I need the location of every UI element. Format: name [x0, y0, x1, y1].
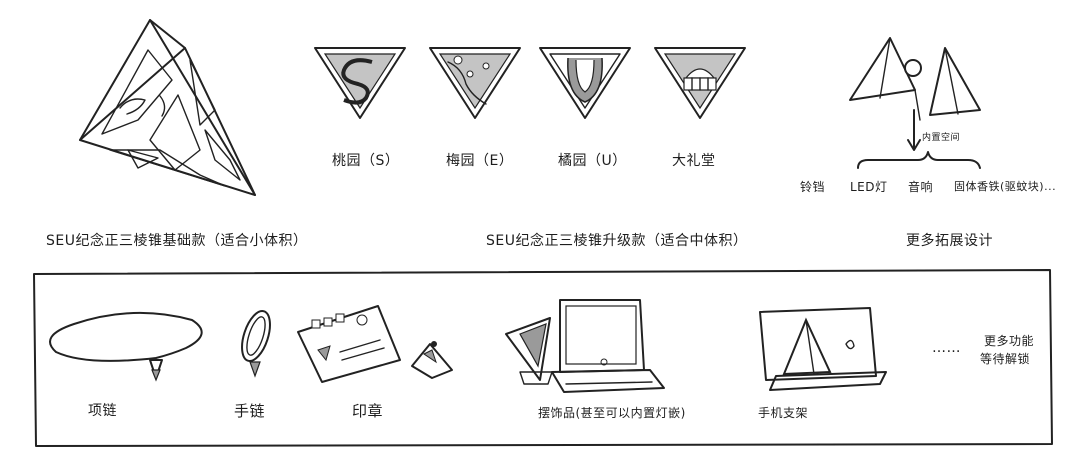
ornament-icon — [505, 299, 665, 393]
badge-s-icon — [314, 47, 406, 119]
badge-u-icon — [539, 47, 631, 119]
basic-pyramid-icon — [79, 19, 256, 196]
badge-auditorium-icon — [654, 47, 746, 119]
bottom-frame — [33, 269, 1053, 447]
more-dots: …… — [932, 340, 961, 356]
badge-label-u: 橘园（U） — [558, 153, 627, 169]
badge-label-e: 梅园（E） — [446, 153, 514, 169]
extension-item-speaker: 音响 — [908, 180, 934, 194]
stamp-icon — [297, 305, 453, 383]
badge-label-auditorium: 大礼堂 — [672, 153, 716, 169]
ornament-label: 摆饰品(甚至可以内置灯嵌) — [538, 406, 686, 420]
stamp-label: 印章 — [352, 402, 384, 420]
bracelet-icon — [241, 309, 271, 378]
inner-space-label: 内置空间 — [922, 133, 961, 143]
necklace-label: 项链 — [88, 403, 117, 419]
extension-pyramids-icon — [849, 37, 981, 121]
badge-e-icon — [429, 47, 521, 119]
extension-item-repellent: 固体香铁(驱蚊块)... — [954, 180, 1057, 193]
more-functions-line1: 更多功能 — [984, 334, 1035, 348]
more-functions-line2: 等待解锁 — [980, 352, 1031, 366]
phone-stand-label: 手机支架 — [758, 406, 809, 420]
extension-caption: 更多拓展设计 — [906, 233, 993, 249]
inner-space-arrow — [857, 109, 981, 169]
extension-item-led: LED灯 — [850, 180, 888, 194]
necklace-icon — [49, 311, 203, 382]
phone-stand-icon — [759, 307, 887, 391]
bracelet-label: 手链 — [234, 402, 266, 420]
extension-item-bell: 铃铛 — [800, 180, 826, 194]
basic-caption: SEU纪念正三棱锥基础款（适合小体积） — [46, 233, 308, 249]
upgraded-caption: SEU纪念正三棱锥升级款（适合中体积） — [486, 233, 748, 249]
badge-label-s: 桃园（S） — [332, 153, 400, 169]
